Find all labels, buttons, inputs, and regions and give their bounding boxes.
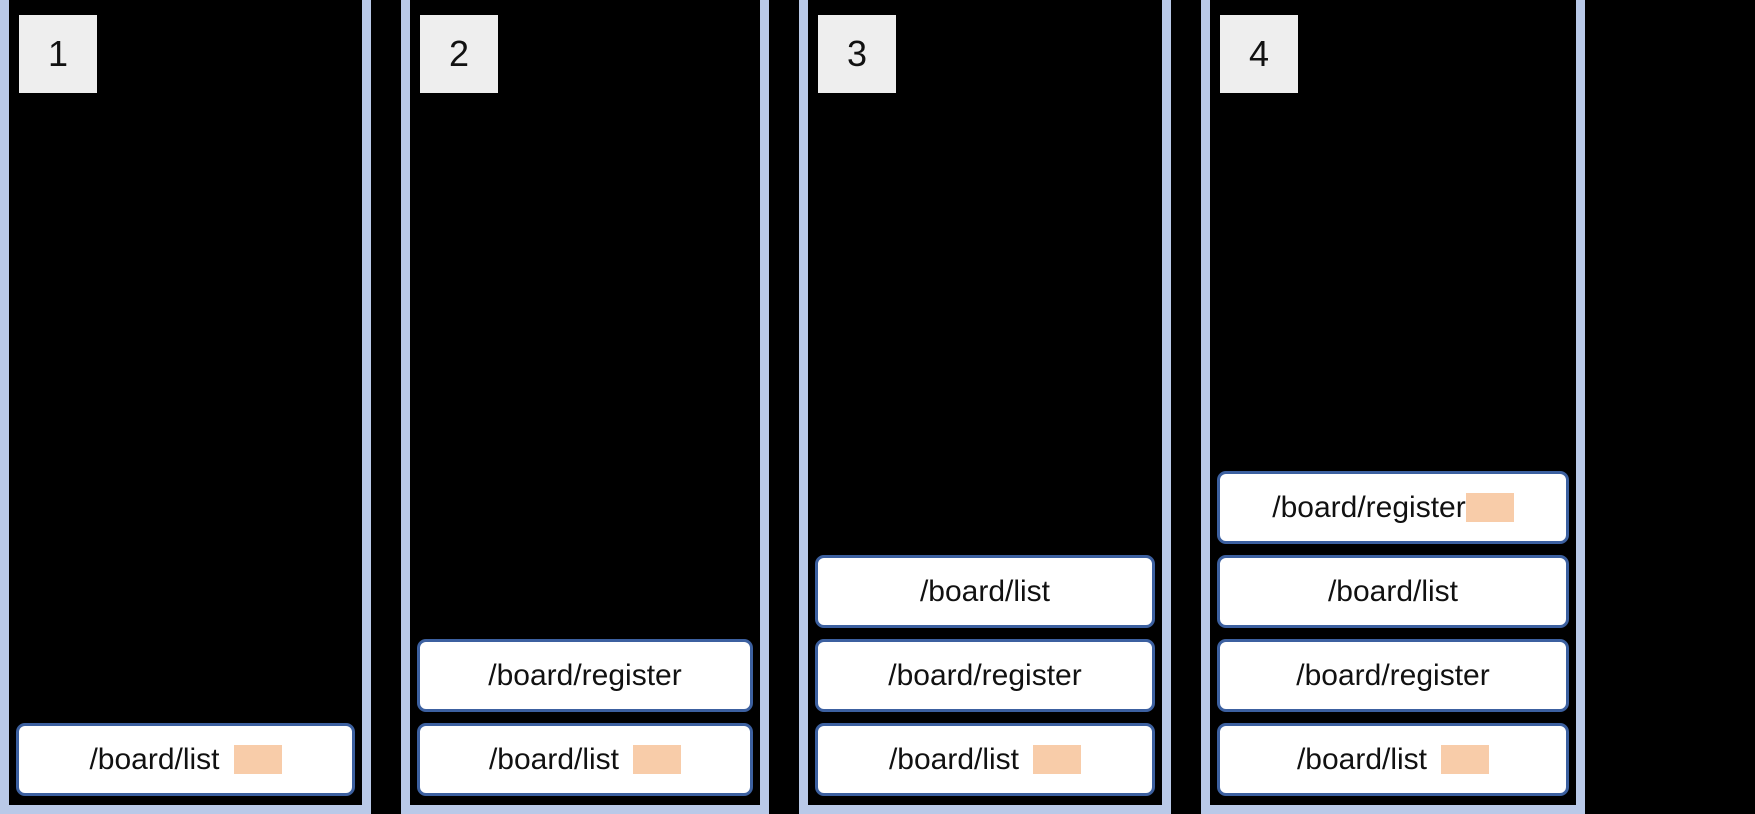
card-content: /board/list: [1328, 575, 1458, 609]
panel-gap-3-4: [1171, 0, 1201, 805]
card-label: /board/register: [888, 658, 1082, 692]
panel-4-card-stack: /board/register /board/list /board/regis…: [1210, 471, 1576, 805]
panel-2-step-badge: 2: [420, 15, 498, 93]
card-content: /board/list: [89, 742, 282, 777]
panel-3-step-badge: 3: [818, 15, 896, 93]
panel-4-step-badge: 4: [1220, 15, 1298, 93]
card-content: /board/register: [1272, 490, 1514, 525]
card-board-list[interactable]: /board/list: [815, 555, 1155, 628]
card-label: /board/list: [488, 742, 620, 776]
card-label: /board/list: [89, 742, 220, 776]
panel-3-card-stack: /board/list /board/register /board/list: [808, 555, 1162, 805]
card-board-list[interactable]: /board/list: [417, 723, 753, 796]
panel-2: 2 /board/register /board/list: [401, 0, 769, 814]
panel-3: 3 /board/list /board/register /board/lis…: [799, 0, 1171, 814]
card-label: /board/register: [1296, 658, 1490, 692]
card-label: /board/register: [488, 658, 682, 692]
highlight-swatch-icon: [633, 745, 682, 774]
panel-1: 1 /board/list: [0, 0, 371, 814]
card-content: /board/list: [1296, 742, 1490, 777]
panel-1-card-stack: /board/list: [9, 723, 362, 805]
highlight-swatch-icon: [1465, 493, 1514, 522]
card-board-list[interactable]: /board/list: [16, 723, 355, 796]
card-board-list[interactable]: /board/list: [1217, 555, 1569, 628]
card-content: /board/register: [1296, 659, 1489, 693]
panel-2-card-stack: /board/register /board/list: [410, 639, 760, 805]
card-label: /board/register: [1272, 490, 1466, 524]
card-content: /board/list: [920, 575, 1050, 609]
highlight-swatch-icon: [233, 745, 282, 774]
card-content: /board/list: [888, 742, 1082, 777]
card-content: /board/register: [888, 659, 1081, 693]
card-label: /board/list: [919, 574, 1051, 608]
card-label: /board/list: [1327, 574, 1459, 608]
card-board-register[interactable]: /board/register: [417, 639, 753, 712]
panel-gap-2-3: [769, 0, 799, 805]
highlight-swatch-icon: [1441, 745, 1490, 774]
card-board-register[interactable]: /board/register: [1217, 471, 1569, 544]
card-label: /board/list: [888, 742, 1020, 776]
highlight-swatch-icon: [1033, 745, 1082, 774]
card-board-list[interactable]: /board/list: [815, 723, 1155, 796]
card-board-list[interactable]: /board/list: [1217, 723, 1569, 796]
card-content: /board/register: [488, 659, 681, 693]
card-label: /board/list: [1296, 742, 1428, 776]
card-board-register[interactable]: /board/register: [1217, 639, 1569, 712]
panel-1-step-badge: 1: [19, 15, 97, 93]
card-board-register[interactable]: /board/register: [815, 639, 1155, 712]
panel-4: 4 /board/register /board/list /board/reg…: [1201, 0, 1585, 814]
card-content: /board/list: [488, 742, 682, 777]
panel-gap-1-2: [371, 0, 401, 805]
